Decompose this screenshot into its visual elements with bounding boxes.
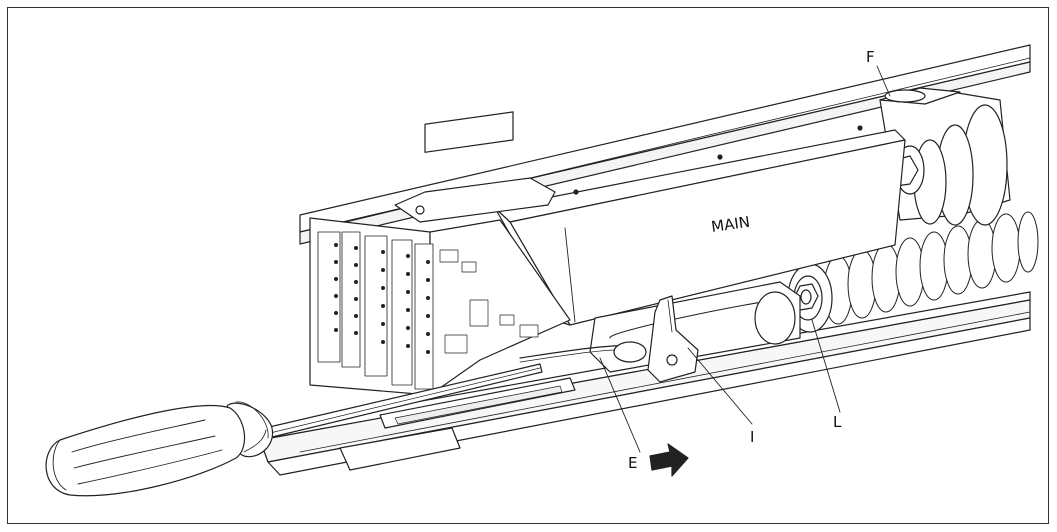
top-bracket — [394, 111, 556, 223]
label-E: E — [628, 454, 637, 472]
control-board — [309, 217, 571, 396]
release-wire — [519, 341, 647, 363]
label-F: F — [866, 48, 875, 66]
bearing-nut — [787, 263, 833, 333]
locking-lever — [647, 295, 699, 383]
label-I: I — [750, 428, 754, 446]
direction-arrow-icon — [649, 443, 689, 477]
motor-pulley — [879, 87, 1011, 226]
callout-leaders — [599, 65, 891, 453]
label-L: L — [833, 413, 842, 431]
main-cover-label: MAIN — [710, 213, 751, 236]
screwdriver — [45, 363, 543, 497]
